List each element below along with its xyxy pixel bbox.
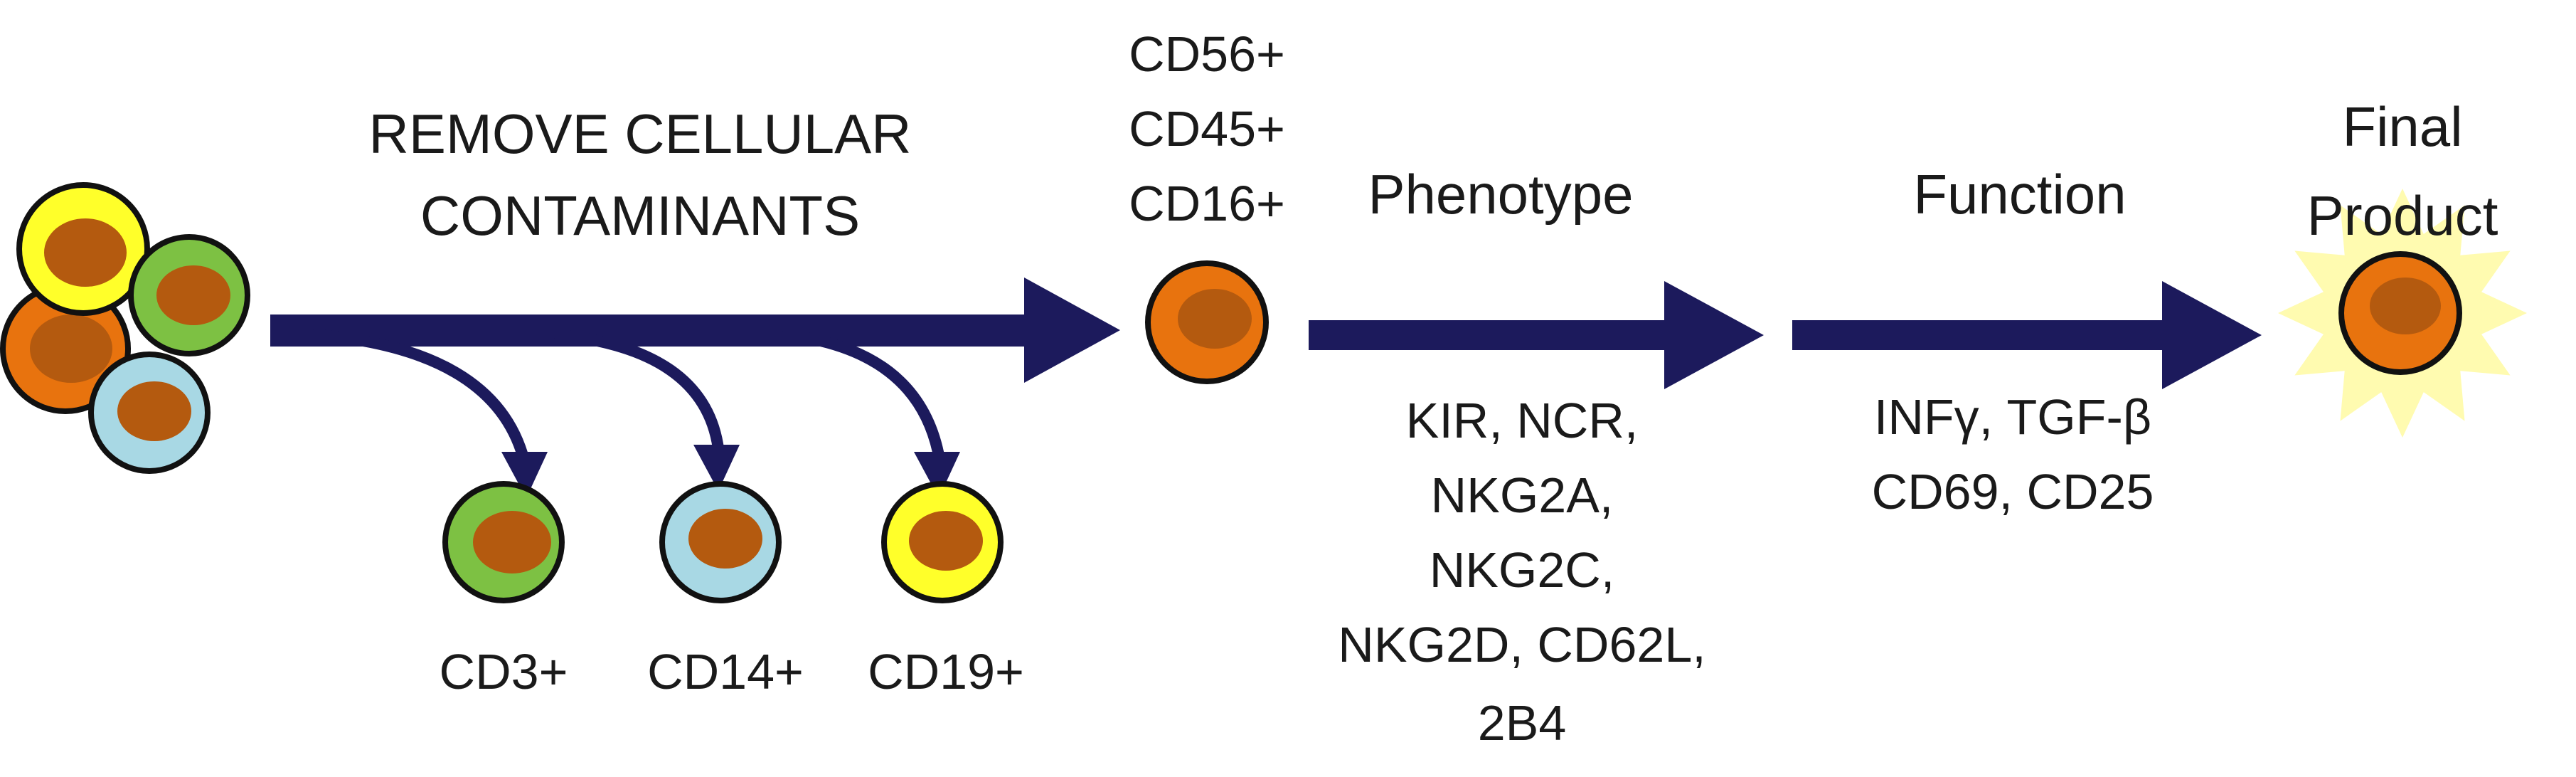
mixed-cell-population xyxy=(0,182,250,474)
function-marker-line-1: INFγ, TGF-β xyxy=(1874,389,2151,445)
removed-cell-cd3 xyxy=(442,481,565,603)
removed-label-cd3: CD3+ xyxy=(440,644,568,699)
branch-arrowhead-cd19 xyxy=(914,452,960,498)
function-arrow xyxy=(1792,281,2262,389)
phenotype-marker-line-4: NKG2D, CD62L, xyxy=(1338,617,1705,672)
step1-title-line2: CONTAMINANTS xyxy=(420,184,860,247)
removed-label-cd19: CD19+ xyxy=(868,644,1024,699)
nk-marker-cd16: CD16+ xyxy=(1129,176,1285,231)
cell-blue-icon xyxy=(88,352,211,474)
phenotype-marker-line-5: 2B4 xyxy=(1478,695,1567,751)
removed-label-cd14: CD14+ xyxy=(647,644,804,699)
final-title-line1: Final xyxy=(2342,95,2462,158)
nk-cell xyxy=(1145,260,1269,384)
phenotype-title: Phenotype xyxy=(1368,163,1634,226)
cell-green-icon xyxy=(128,234,250,356)
remove-contaminants-arrow xyxy=(270,278,1120,383)
branch-arrowhead-cd3 xyxy=(501,452,548,498)
removed-cell-cd14 xyxy=(659,481,782,603)
phenotype-marker-line-1: KIR, NCR, xyxy=(1406,393,1639,448)
phenotype-marker-line-3: NKG2C, xyxy=(1430,542,1615,598)
nk-marker-cd56: CD56+ xyxy=(1129,26,1285,82)
nk-marker-cd45: CD45+ xyxy=(1129,101,1285,157)
final-product-cell xyxy=(2338,251,2462,375)
function-title: Function xyxy=(1913,163,2126,226)
step1-title-line1: REMOVE CELLULAR xyxy=(369,102,912,165)
cell-yellow-icon xyxy=(16,182,150,316)
phenotype-marker-line-2: NKG2A, xyxy=(1431,467,1614,523)
function-marker-line-2: CD69, CD25 xyxy=(1872,464,2154,519)
cell-orange-icon xyxy=(0,283,131,414)
final-title-line2: Product xyxy=(2307,184,2498,247)
phenotype-arrow xyxy=(1309,281,1764,389)
branch-arrowhead-cd14 xyxy=(693,445,740,491)
branch-arrows xyxy=(312,329,960,498)
removed-cell-cd19 xyxy=(881,481,1004,603)
